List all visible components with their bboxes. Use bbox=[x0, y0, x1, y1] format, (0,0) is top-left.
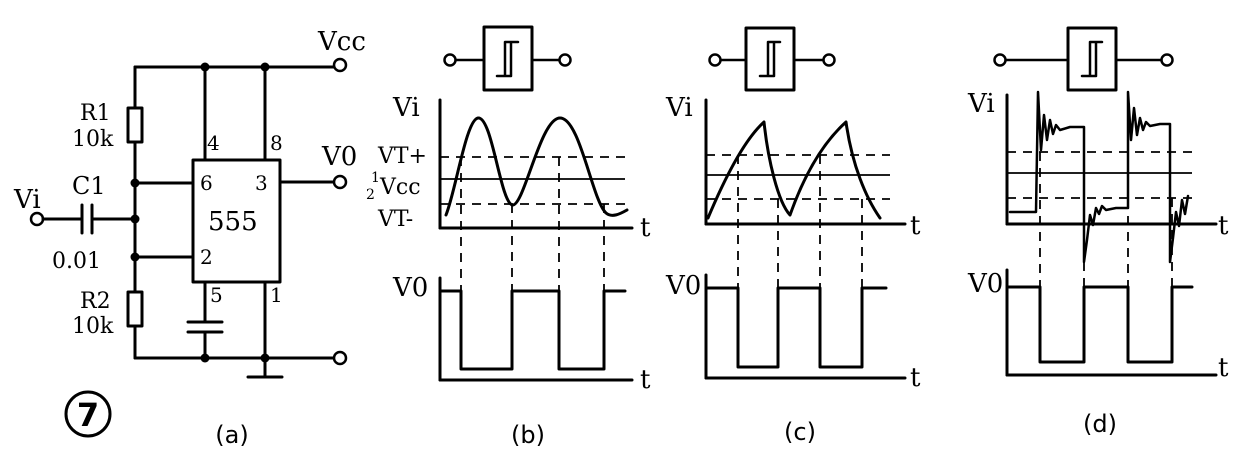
pin-4-label: 4 bbox=[207, 131, 220, 155]
circuit-schematic: Vcc V0 Vi R1 10k R2 10k C1 0.01 555 4 8 … bbox=[13, 27, 366, 449]
resistor-r1 bbox=[126, 106, 144, 144]
vo-terminal bbox=[332, 174, 348, 190]
vt-minus-label: VT- bbox=[377, 207, 413, 232]
half-vcc-label: Vcc bbox=[379, 175, 421, 200]
junction-dot bbox=[130, 178, 140, 188]
vo-label: V0 bbox=[967, 269, 1003, 299]
sine-waveform bbox=[444, 116, 629, 217]
panel-c-sawtooth-input: Vi t V0 t (c) bbox=[665, 26, 921, 446]
panel-d-noisy-input: Vi t V0 t (d) bbox=[967, 26, 1229, 438]
schmitt-trigger-symbol bbox=[482, 25, 534, 92]
square-output-waveform bbox=[704, 286, 888, 369]
output-terminal bbox=[1160, 53, 1174, 67]
r1-value: 10k bbox=[72, 127, 114, 152]
half-numerator: 1 bbox=[371, 170, 380, 186]
output-terminal bbox=[558, 53, 572, 67]
vi-label: Vi bbox=[392, 93, 420, 123]
vo-label: V0 bbox=[321, 142, 357, 172]
panel-b-sine-input: Vi VT+ 1 2 Vcc VT- t V0 t (b) bbox=[366, 25, 651, 449]
sawtooth-waveform bbox=[706, 120, 882, 220]
vi-label: Vi bbox=[665, 93, 693, 123]
caption-c: (c) bbox=[784, 418, 816, 446]
t-label: t bbox=[910, 211, 921, 241]
t-label: t bbox=[910, 363, 921, 393]
noisy-waveform bbox=[1008, 90, 1190, 264]
resistor-r2 bbox=[126, 290, 144, 328]
schmitt-trigger-symbol bbox=[1066, 26, 1118, 92]
vt-plus-label: VT+ bbox=[377, 144, 427, 169]
junction-dot bbox=[130, 214, 140, 224]
pin-1-label: 1 bbox=[270, 283, 283, 307]
input-terminal bbox=[993, 53, 1007, 67]
square-output-waveform bbox=[438, 289, 627, 371]
pin-2-label: 2 bbox=[200, 245, 213, 269]
c1-value: 0.01 bbox=[52, 249, 101, 274]
schmitt-trigger-symbol bbox=[744, 26, 796, 92]
t-label: t bbox=[1218, 211, 1229, 241]
hysteresis-icon bbox=[495, 40, 520, 78]
vo-label: V0 bbox=[392, 273, 428, 303]
r1-name: R1 bbox=[80, 101, 111, 126]
square-output-waveform bbox=[1005, 285, 1194, 364]
t-label: t bbox=[1218, 353, 1229, 383]
hysteresis-icon bbox=[758, 40, 782, 78]
c1-name: C1 bbox=[72, 172, 106, 200]
vcc-label: Vcc bbox=[317, 27, 366, 57]
vi-label: Vi bbox=[13, 185, 41, 215]
vi-label: Vi bbox=[967, 89, 995, 119]
junction-dot bbox=[130, 252, 140, 262]
vo-label: V0 bbox=[665, 271, 701, 301]
hysteresis-icon bbox=[1080, 40, 1104, 78]
half-denominator: 2 bbox=[366, 187, 375, 203]
pin-6-label: 6 bbox=[200, 171, 213, 195]
caption-d: (d) bbox=[1083, 410, 1117, 438]
r2-value: 10k bbox=[72, 314, 114, 339]
caption-a: (a) bbox=[215, 421, 248, 449]
pin-8-label: 8 bbox=[270, 131, 283, 155]
caption-b: (b) bbox=[511, 421, 545, 449]
pin-5-label: 5 bbox=[210, 283, 223, 307]
output-terminal bbox=[822, 53, 836, 67]
figure-number: 7 bbox=[77, 396, 99, 434]
ic-555-box bbox=[191, 158, 282, 284]
input-terminal bbox=[443, 53, 457, 67]
ground-terminal bbox=[332, 350, 348, 366]
t-label: t bbox=[640, 213, 651, 243]
pin-3-label: 3 bbox=[255, 171, 268, 195]
t-label: t bbox=[640, 365, 651, 395]
figure-number-circle bbox=[64, 390, 112, 438]
vcc-terminal bbox=[332, 57, 348, 73]
input-terminal bbox=[708, 53, 722, 67]
r2-name: R2 bbox=[80, 289, 111, 314]
ic-label: 555 bbox=[208, 207, 258, 237]
